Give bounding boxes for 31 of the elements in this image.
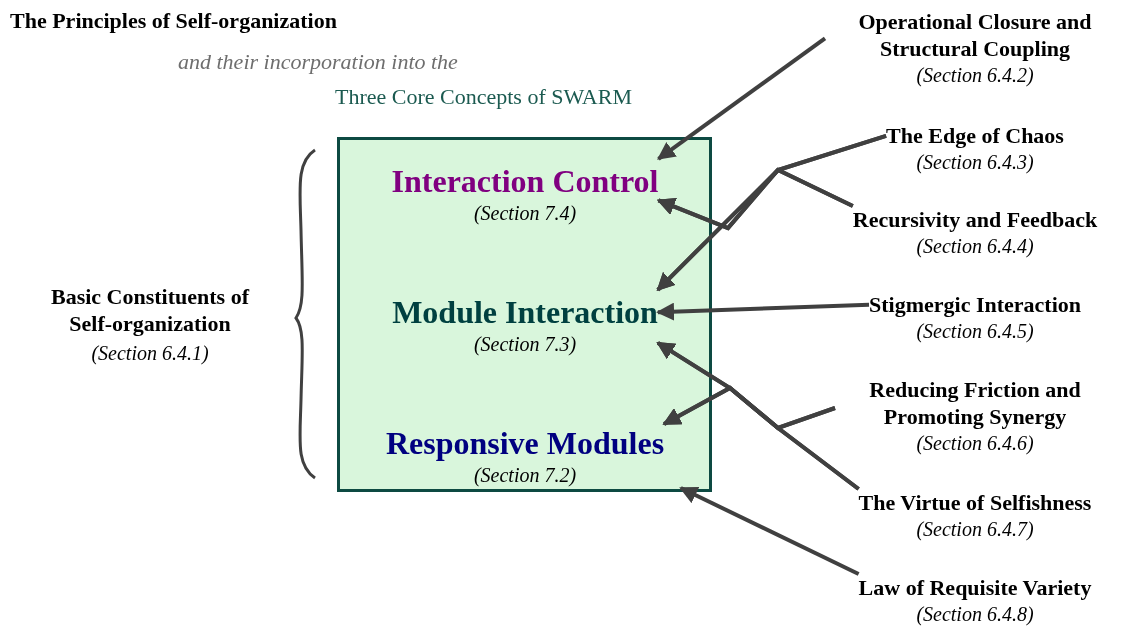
section-reference: (Section 7.3) [472,332,578,357]
section-reference: (Section 6.4.4) [915,234,1035,259]
section-reference: (Section 6.4.3) [915,150,1035,175]
section-reference: (Section 6.4.7) [915,517,1035,542]
section-reference: (Section 6.4.1) [91,341,209,367]
principle-title: Recursivity and Feedback [852,206,1098,233]
section-reference: (Section 6.4.6) [915,431,1035,456]
subtitle: and their incorporation into the [178,48,458,75]
principle-title: Law of Requisite Variety [858,574,1092,601]
concept-title: Responsive Modules [385,424,665,462]
diagram-title: The Principles of Self-organization [10,7,337,34]
section-reference: (Section 6.4.8) [915,602,1035,627]
section-reference: (Section 6.4.5) [915,319,1035,344]
principle-title: Stigmergic Interaction [869,291,1081,318]
section-reference: (Section 7.2) [472,463,578,488]
arrow [679,486,860,576]
concept-title: Module Interaction [392,293,658,331]
arrow [657,36,827,161]
concept-title: Interaction Control [391,162,659,200]
arrow [656,302,870,321]
principle-title: The Virtue of Selfishness [858,489,1092,516]
section-reference: (Section 6.4.2) [915,63,1035,88]
section-reference: (Section 7.4) [472,201,578,226]
subtitle: Three Core Concepts of SWARM [335,83,632,110]
principle-title: Operational Closure and Structural Coupling [857,8,1093,62]
arrow [656,167,854,292]
concept-panel [337,137,712,492]
principle-title: The Edge of Chaos [886,122,1064,149]
group-title: Basic Constituents of Self-organization [50,283,251,337]
arrow [662,385,860,491]
principle-title: Reducing Friction and Promoting Synergy [868,376,1082,430]
